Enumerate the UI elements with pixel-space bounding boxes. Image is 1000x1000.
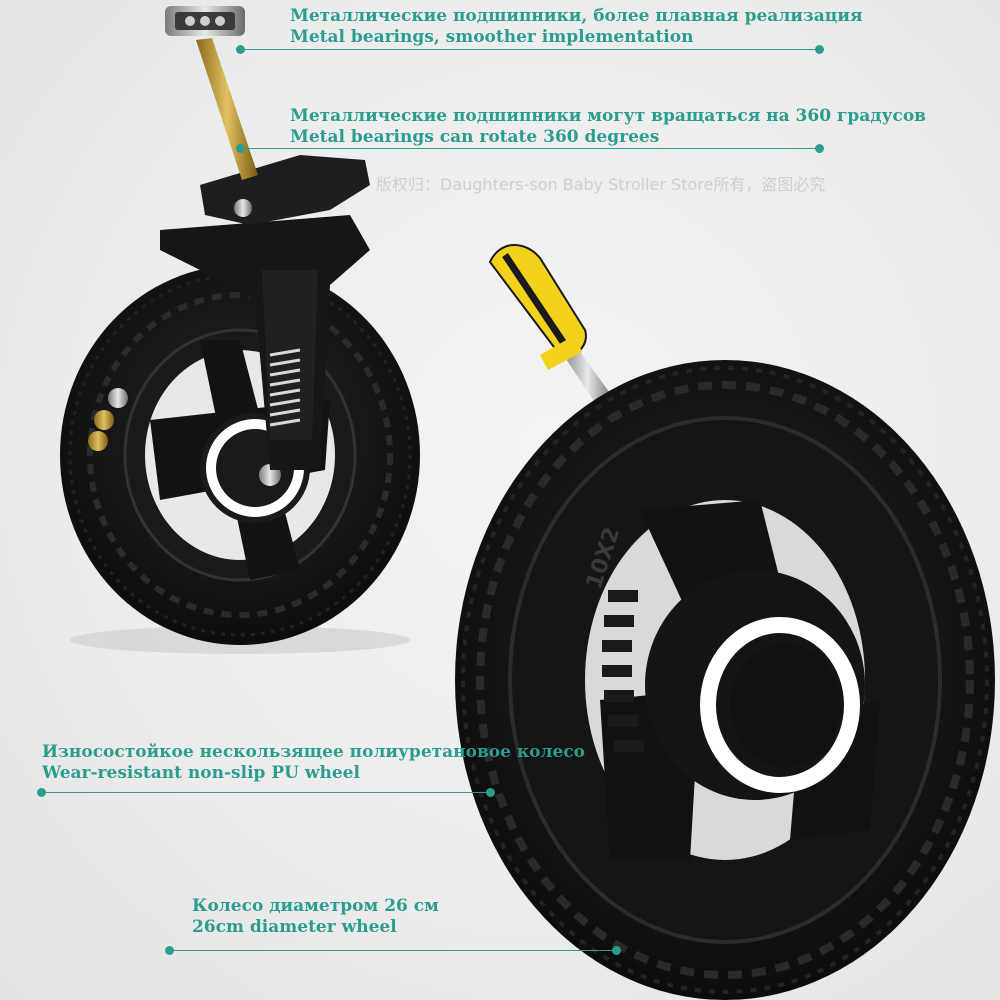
caption-pu-wheel: Износостойкое нескользящее полиуретаново… bbox=[42, 742, 585, 784]
caption-en: Metal bearings, smoother implementation bbox=[290, 27, 694, 47]
leader-dot bbox=[486, 788, 495, 797]
leader-dot bbox=[165, 946, 174, 955]
brass-stem bbox=[196, 38, 258, 180]
leader-line bbox=[240, 148, 818, 149]
bearing-ball bbox=[94, 410, 114, 430]
caster-wheel-assembly bbox=[60, 6, 420, 654]
caption-en: Wear-resistant non-slip PU wheel bbox=[42, 763, 360, 783]
leader-line bbox=[240, 49, 818, 50]
bearing-ball bbox=[88, 431, 108, 451]
leader-dot bbox=[815, 45, 824, 54]
leader-dot bbox=[236, 144, 245, 153]
leader-dot bbox=[37, 788, 46, 797]
bearing-ball bbox=[108, 388, 128, 408]
pu-wheel bbox=[455, 360, 995, 1000]
leader-line bbox=[170, 950, 615, 951]
leader-line bbox=[42, 792, 490, 793]
caption-ru: Металлические подшипники, более плавная … bbox=[290, 6, 863, 26]
caption-ru: Колесо диаметром 26 см bbox=[192, 896, 439, 916]
screwdriver bbox=[488, 244, 615, 410]
caption-bearings-smooth: Металлические подшипники, более плавная … bbox=[290, 6, 863, 48]
watermark: 版权归：Daughters-son Baby Stroller Store所有，… bbox=[376, 175, 826, 194]
caption-ru: Металлические подшипники могут вращаться… bbox=[290, 106, 926, 126]
caption-en: Metal bearings can rotate 360 degrees bbox=[290, 127, 660, 147]
caption-bearings-rotate: Металлические подшипники могут вращаться… bbox=[290, 106, 926, 148]
top-bearing bbox=[165, 6, 245, 36]
caption-diameter: Колесо диаметром 26 см 26cm diameter whe… bbox=[192, 896, 439, 938]
leader-dot bbox=[236, 45, 245, 54]
caption-ru: Износостойкое нескользящее полиуретаново… bbox=[42, 742, 585, 762]
caption-en: 26cm diameter wheel bbox=[192, 917, 397, 937]
shock-spring bbox=[269, 348, 301, 427]
leader-dot bbox=[815, 144, 824, 153]
leader-dot bbox=[612, 946, 621, 955]
gear-teeth bbox=[602, 590, 644, 752]
